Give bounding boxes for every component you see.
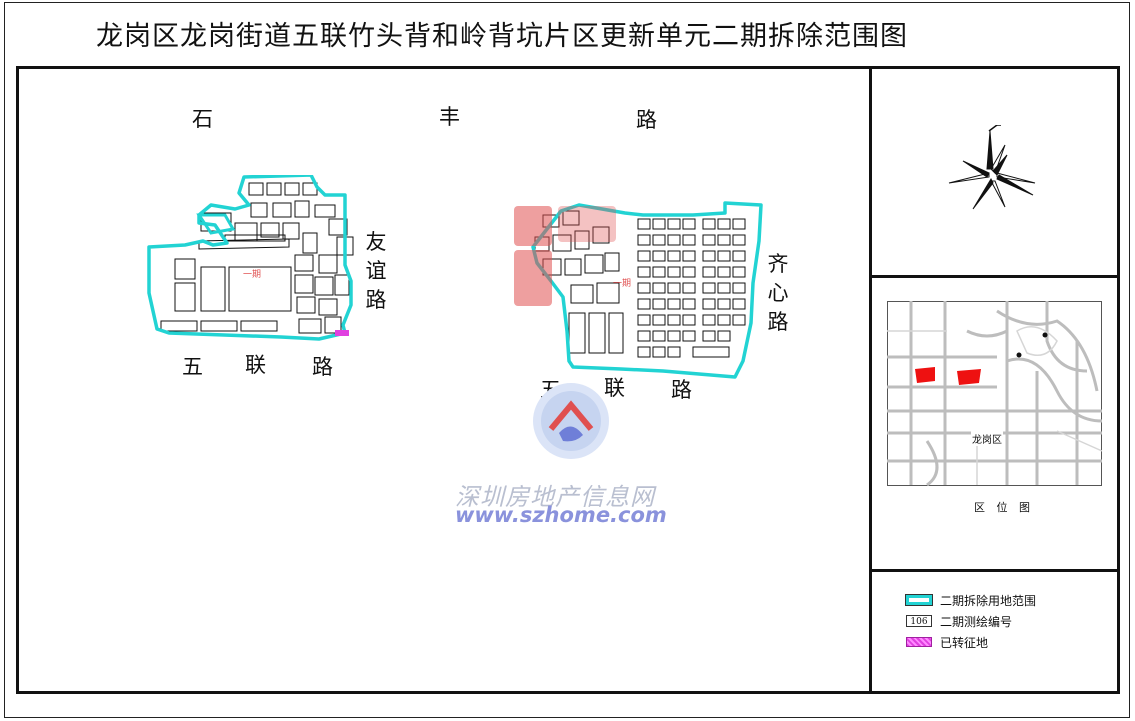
legend-label-boundary: 二期拆除用地范围 xyxy=(940,593,1037,608)
road-label-shifeng-2: 丰 xyxy=(439,105,460,129)
road-label-qixin-3: 路 xyxy=(767,310,789,334)
road-label-qixin: 齐 心 路 xyxy=(767,254,789,341)
legend-item-acquired: 已转征地 xyxy=(906,634,988,650)
compass-rose-icon xyxy=(948,125,1036,210)
road-label-wulian-right-2: 联 xyxy=(604,376,625,400)
legend-swatch-acquired xyxy=(906,637,932,647)
legend-item-boundary: 二期拆除用地范围 xyxy=(905,592,1037,608)
side-panel-divider xyxy=(869,69,872,691)
legend-swatch-boundary xyxy=(905,594,933,606)
road-label-wulian-left-3: 路 xyxy=(312,355,333,379)
road-label-youyi-3: 路 xyxy=(365,288,387,312)
location-highlight-east xyxy=(957,369,981,385)
parcel-west: 一期 xyxy=(147,175,354,341)
legend-item-code: 106 二期测绘编号 xyxy=(906,613,1012,629)
legend-label-acquired: 已转征地 xyxy=(940,635,989,650)
watermark-stamp xyxy=(514,206,616,306)
road-label-qixin-2: 心 xyxy=(767,281,789,305)
location-map-caption: 区 位 图 xyxy=(974,501,1034,514)
road-label-shifeng-1: 石 xyxy=(192,107,213,131)
map-sheet xyxy=(4,2,1130,718)
watermark-site-url: www.szhome.com xyxy=(455,503,667,527)
parcel-west-boundary xyxy=(147,175,353,341)
parcel-west-boundary-inner xyxy=(196,213,236,235)
parcel-west-phase-label: 一期 xyxy=(243,269,261,280)
parcel-east-phase-label: 一期 xyxy=(613,278,631,289)
watermark-site-name: 深圳房地产信息网 xyxy=(455,483,655,511)
road-label-shifeng-3: 路 xyxy=(636,108,657,132)
parcel-west-buildings xyxy=(160,182,354,334)
road-label-wulian-right-3: 路 xyxy=(671,378,692,402)
legend-swatch-code: 106 xyxy=(906,615,932,627)
parcel-west-acquired xyxy=(335,330,349,336)
main-map-area: 石 丰 路 友 谊 路 五 联 路 五 联 路 齐 心 路 xyxy=(19,69,869,691)
location-town-label: 龙岗区 xyxy=(971,431,1003,446)
map-title: 龙岗区龙岗街道五联竹头背和岭背坑片区更新单元二期拆除范围图 xyxy=(96,21,908,52)
road-label-wulian-left-1: 五 xyxy=(182,355,203,379)
road-label-qixin-1: 齐 xyxy=(767,252,789,276)
parcel-east-boundary xyxy=(531,201,763,379)
road-label-youyi: 友 谊 路 xyxy=(365,232,387,319)
panel-divider-top xyxy=(872,275,1117,278)
panel-divider-bottom xyxy=(872,569,1117,572)
road-label-wulian-left-2: 联 xyxy=(245,353,266,377)
road-label-youyi-2: 谊 xyxy=(365,259,387,283)
szhome-logo-icon xyxy=(533,383,609,459)
parcel-east-grid xyxy=(637,218,746,358)
location-highlight-west xyxy=(915,367,935,383)
road-label-youyi-1: 友 xyxy=(365,230,387,254)
legend-label-code: 二期测绘编号 xyxy=(940,614,1013,629)
location-map xyxy=(887,301,1103,487)
map-frame: 石 丰 路 友 谊 路 五 联 路 五 联 路 齐 心 路 xyxy=(16,66,1120,694)
